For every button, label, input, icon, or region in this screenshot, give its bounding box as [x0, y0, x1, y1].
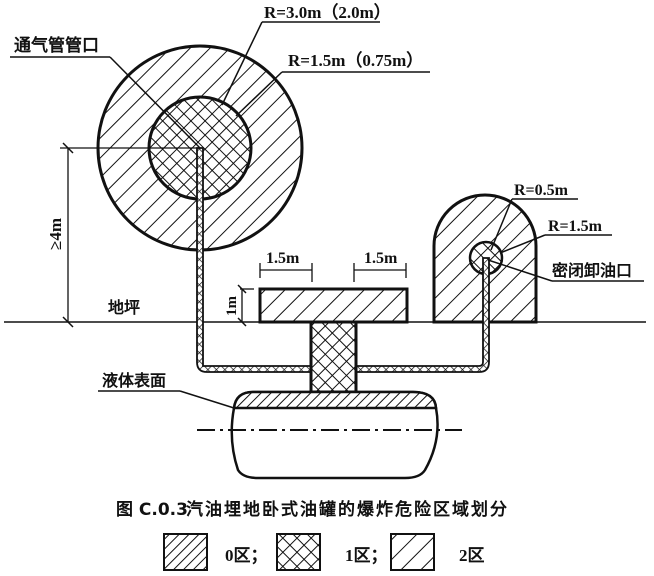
box-height-label: 1m	[224, 296, 240, 317]
leader-line	[490, 198, 513, 251]
leader-line	[179, 390, 235, 409]
legend-swatch-zone-0	[163, 533, 208, 571]
box-right-extent-label: 1.5m	[364, 250, 398, 267]
legend-label-zone-2: 2区	[459, 546, 485, 565]
unload-outer-radius-label: R=1.5m	[548, 218, 603, 235]
vent-pipe-outlet-label: 通气管管口	[14, 35, 99, 56]
vent-outer-radius-label: R=3.0m（2.0m）	[264, 2, 391, 22]
leader-line	[109, 56, 201, 149]
leader-line	[487, 259, 553, 282]
legend: 0区； 1区； 2区	[163, 533, 485, 571]
dimension-tick	[62, 142, 74, 154]
figure-caption-number: 图 C.0.3	[116, 500, 188, 520]
sealed-unload-port-label: 密闭卸油口	[551, 261, 632, 280]
figure-caption-title: 汽油埋地卧式油罐的爆炸危险区域划分	[186, 499, 509, 520]
tank-zone-2-box	[258, 287, 409, 324]
dimension-tick	[237, 284, 247, 294]
dimension-tick	[62, 316, 74, 328]
ground-level-label: 地坪	[108, 298, 140, 317]
leader-line	[235, 71, 283, 117]
vent-pipe	[196, 147, 313, 373]
vent-inner-radius-label: R=1.5m（0.75m）	[288, 50, 423, 70]
dimension-tick	[237, 317, 247, 327]
manhole-zone-1-column	[309, 320, 358, 394]
leader-line	[221, 21, 263, 106]
legend-swatch-zone-1	[276, 533, 321, 571]
box-left-extent-label: 1.5m	[266, 250, 300, 267]
unload-inner-radius-label: R=0.5m	[514, 182, 569, 199]
liquid-surface-label: 液体表面	[102, 371, 166, 390]
legend-swatch-zone-2	[390, 533, 435, 571]
tank-zone-0-vapor-space	[232, 390, 438, 410]
legend-label-zone-1: 1区；	[345, 546, 388, 565]
leader-line	[499, 234, 546, 254]
vent-height-label: ≥4m	[46, 218, 65, 250]
legend-label-zone-0: 0区；	[225, 546, 268, 565]
